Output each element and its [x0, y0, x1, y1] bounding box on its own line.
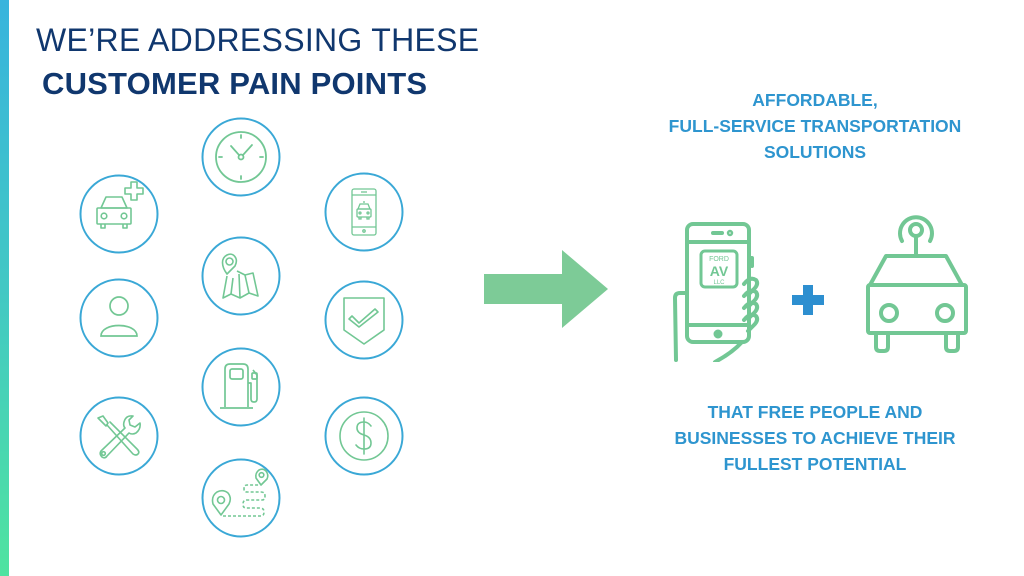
person-icon	[79, 278, 159, 358]
arrow-shape	[484, 250, 608, 328]
solution-headline-line3: SOLUTIONS	[763, 142, 867, 162]
shield-check-icon	[324, 280, 404, 360]
dollar-icon	[324, 396, 404, 476]
autonomous-car-icon	[866, 215, 968, 353]
car-plus-icon	[79, 174, 159, 254]
map-pin-icon	[201, 236, 281, 316]
benefit-headline-line3: FULLEST POTENTIAL	[723, 454, 907, 474]
arrow-right-icon	[484, 250, 608, 328]
solution-headline-line1: AFFORDABLE,	[752, 90, 878, 110]
ride-hailing-phone-icon	[324, 172, 404, 252]
accent-side-bar	[0, 0, 9, 576]
solution-headline-line2: FULL-SERVICE TRANSPORTATION	[668, 116, 962, 136]
benefit-headline-line2: BUSINESSES TO ACHIEVE THEIR	[674, 428, 956, 448]
benefit-headline: THAT FREE PEOPLE AND BUSINESSES TO ACHIE…	[640, 399, 990, 477]
app-badge-bottom: LLC	[713, 280, 725, 286]
fuel-pump-icon	[201, 347, 281, 427]
app-badge-main: AV	[710, 263, 729, 279]
slide-title-line1: WE’RE ADDRESSING THESE	[36, 22, 480, 58]
plus-icon	[792, 285, 824, 315]
route-icon	[201, 458, 281, 538]
tools-icon	[79, 396, 159, 476]
benefit-headline-line1: THAT FREE PEOPLE AND	[707, 402, 923, 422]
clock-icon	[201, 117, 281, 197]
app-badge-top: FORD	[709, 256, 729, 263]
slide-title-line2: CUSTOMER PAIN POINTS	[42, 66, 428, 101]
solution-headline: AFFORDABLE, FULL-SERVICE TRANSPORTATION …	[640, 87, 990, 165]
hand-phone-app-icon: FORD AV LLC	[673, 222, 760, 362]
